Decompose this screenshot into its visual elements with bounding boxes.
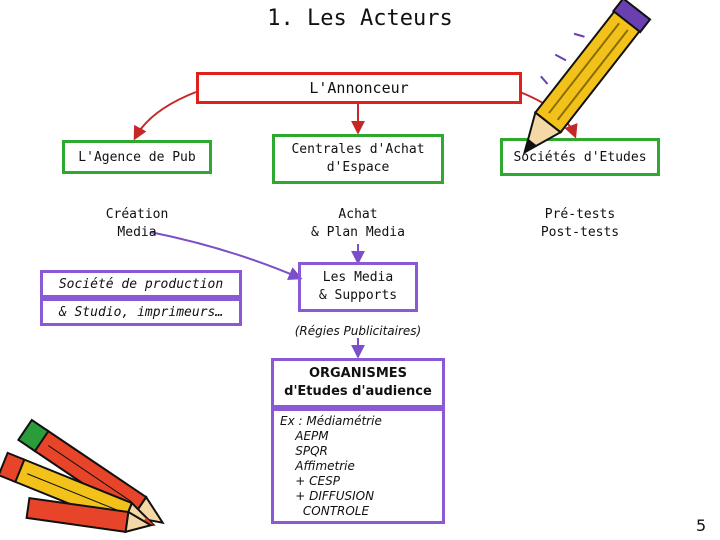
agence-sub: Création Media: [105, 207, 169, 240]
centrales-label: Centrales d'Achat d'Espace: [291, 142, 425, 175]
regies-label: (Régies Publicitaires): [294, 324, 422, 338]
page-number: 5: [696, 516, 707, 535]
etudes-label: Sociétés d'Etudes: [513, 149, 647, 165]
organismes-title: ORGANISMES d'Etudes d'audience: [284, 366, 432, 399]
media-box: Les Media & Supports: [298, 262, 418, 312]
etudes-box: Sociétés d'Etudes: [500, 138, 660, 176]
organismes-list-box: Ex : Médiamétrie AEPM SPQR Affimetrie + …: [271, 408, 445, 524]
page-title: 1. Les Acteurs: [267, 6, 453, 31]
centrales-box: Centrales d'Achat d'Espace: [272, 134, 444, 184]
agence-label: L'Agence de Pub: [78, 149, 196, 165]
etudes-sub: Pré-tests Post-tests: [540, 207, 620, 240]
arrow-annonceur-agence: [133, 91, 197, 141]
organismes-list: Ex : Médiamétrie AEPM SPQR Affimetrie + …: [280, 414, 382, 518]
production-label-2: & Studio, imprimeurs…: [58, 304, 224, 320]
production-label-1: Société de production: [58, 276, 224, 292]
arrow-agence-media: [149, 231, 303, 281]
centrales-sub: Achat & Plan Media: [311, 207, 405, 240]
production-box-2: & Studio, imprimeurs…: [40, 298, 242, 326]
annonceur-box: L'Annonceur: [196, 72, 522, 104]
media-label: Les Media & Supports: [318, 270, 398, 303]
agence-box: L'Agence de Pub: [62, 140, 212, 174]
production-box-1: Société de production: [40, 270, 242, 298]
organismes-box: ORGANISMES d'Etudes d'audience: [271, 358, 445, 408]
annonceur-label: L'Annonceur: [309, 79, 409, 97]
